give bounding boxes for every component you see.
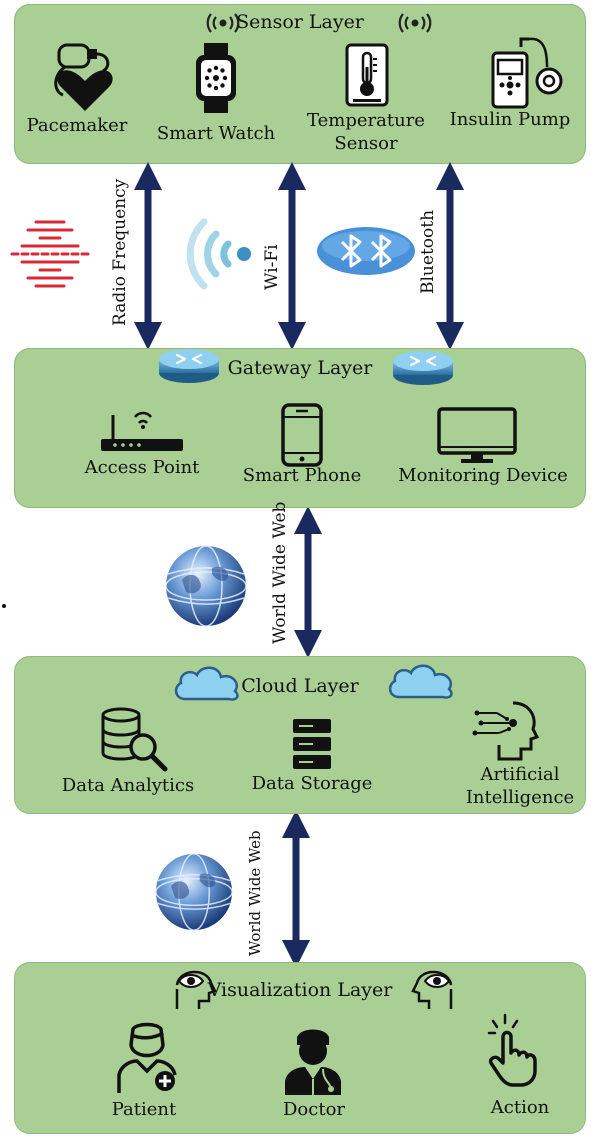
tap-gesture-icon [487, 1013, 537, 1087]
gateway-layer-title: Gateway Layer [227, 357, 373, 379]
sensor-layer-title: Sensor Layer [236, 11, 364, 33]
eye-head-icon [411, 970, 453, 1009]
cloud-layer: Cloud Layer Data Analytics Data Storage [14, 656, 586, 814]
globe-icon [155, 853, 233, 931]
device-label: Smart Phone [242, 465, 362, 486]
radio-frequency-label: Radio Frequency [110, 178, 130, 326]
pacemaker-icon [54, 43, 113, 111]
data-analytics-icon [101, 707, 168, 772]
thermometer-icon [345, 43, 389, 107]
wifi-label: Wi-Fi [262, 244, 282, 290]
data-storage-icon [293, 719, 331, 769]
wifi-icon [186, 218, 251, 290]
cloud-icon [174, 666, 239, 701]
web-label: World Wide Web [246, 830, 264, 956]
router-icon [393, 351, 453, 385]
service-label: Artificial Intelligence [465, 764, 575, 808]
device-label: Insulin Pump [449, 109, 571, 130]
cloud-icon [388, 664, 453, 699]
device-label: Temperature Sensor [307, 110, 425, 154]
monitor-icon [437, 407, 517, 463]
service-label: Data Analytics [61, 775, 195, 796]
web-label: World Wide Web [270, 501, 290, 644]
user-label: Action [490, 1097, 550, 1118]
device-label: Monitoring Device [398, 465, 568, 486]
artificial-intelligence-icon [472, 701, 540, 761]
visualization-layer: Visualization Layer Patient Doctor Actio… [14, 962, 586, 1134]
smart-phone-icon [281, 403, 323, 467]
user-label: Patient [111, 1099, 177, 1120]
cloud-layer-title: Cloud Layer [241, 675, 359, 697]
gateway-layer: Gateway Layer Access Point Smart Phone M… [14, 348, 586, 508]
router-icon [159, 349, 219, 383]
access-point-icon [101, 411, 183, 451]
device-label: Smart Watch [156, 123, 276, 144]
user-label: Doctor [282, 1099, 346, 1120]
dot [2, 604, 6, 608]
signal-icon [398, 13, 432, 33]
signal-icon [206, 13, 240, 33]
device-label: Pacemaker [26, 115, 128, 136]
patient-icon [117, 1022, 177, 1093]
service-label: Data Storage [251, 773, 373, 794]
insulin-pump-icon [491, 37, 563, 109]
smart-watch-icon [196, 43, 236, 113]
visualization-layer-title: Visualization Layer [207, 979, 393, 1001]
bluetooth-label: Bluetooth [418, 209, 438, 294]
device-label: Access Point [84, 457, 200, 478]
sensor-layer: Sensor Layer Pacemaker Smart Watch [14, 4, 586, 164]
bluetooth-icon [317, 227, 415, 275]
globe-icon [165, 545, 247, 627]
doctor-icon [285, 1029, 341, 1095]
radio-frequency-icon [10, 220, 90, 288]
eye-head-icon [175, 970, 217, 1009]
